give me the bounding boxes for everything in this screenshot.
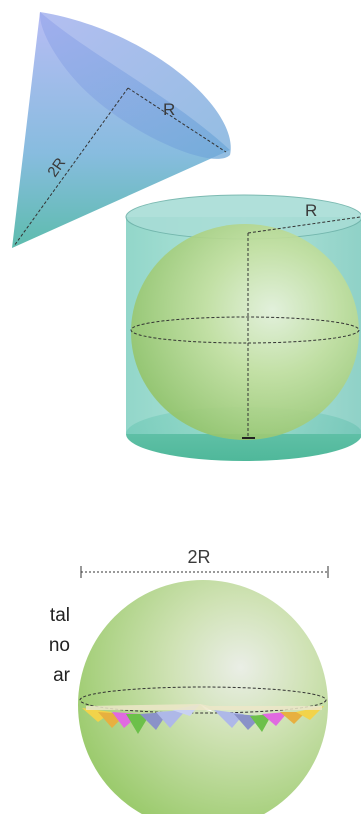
cone-base — [39, 12, 231, 159]
side-text-line: tal — [49, 605, 70, 626]
cylinder-radius-label: R — [305, 201, 317, 220]
side-text: tal no ar — [0, 604, 70, 688]
cone-radius-label: R — [163, 100, 175, 119]
side-text-line: ar — [53, 665, 70, 686]
cone-slant-line — [13, 87, 129, 247]
cone-body — [12, 12, 230, 248]
cylinder: R — [125, 194, 361, 461]
wedge — [262, 712, 288, 726]
cone-radius-line — [127, 87, 227, 153]
sphere-diameter-label: 2R — [187, 547, 210, 567]
inscribed-sphere — [131, 224, 359, 440]
sphere-equator — [130, 316, 360, 344]
wedge — [250, 714, 272, 732]
wedge — [280, 712, 306, 724]
cylinder-radius-line — [247, 216, 361, 234]
sphere-cut-plane — [79, 686, 327, 714]
wedge — [156, 710, 186, 728]
sphere — [78, 580, 328, 814]
sphere-figure: 2R — [78, 547, 329, 814]
wedge — [86, 704, 322, 710]
wedge — [126, 714, 150, 734]
side-text-line: no — [48, 635, 70, 656]
cone: R 2R — [12, 12, 231, 248]
wedge-segments — [82, 704, 324, 734]
wedge — [82, 708, 112, 722]
